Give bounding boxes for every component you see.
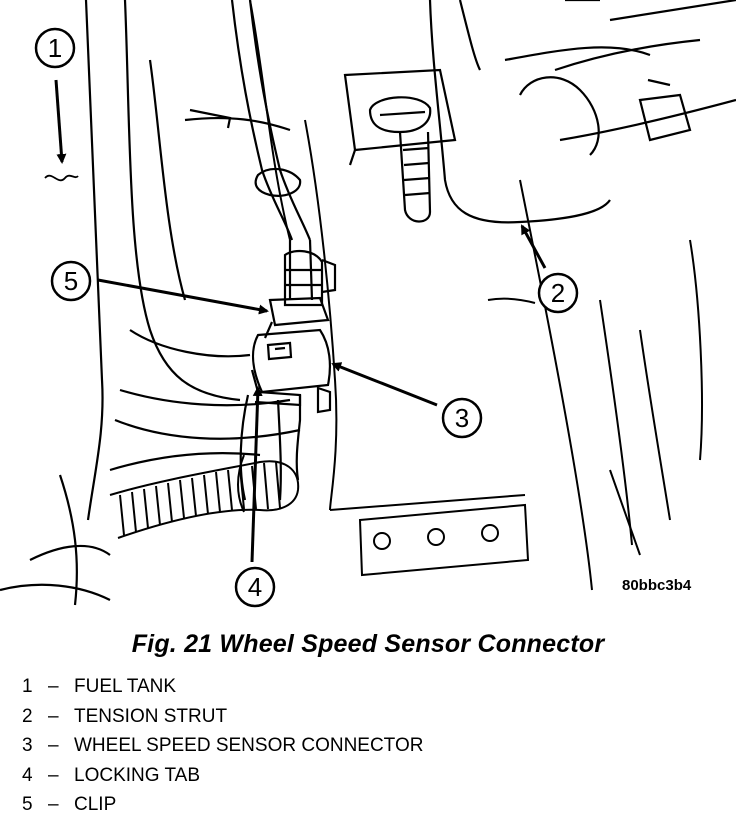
callout-3-label: 3 (455, 403, 469, 433)
tension-strut-drawing (343, 0, 736, 224)
wiring-harness-drawing (230, 0, 337, 501)
legend: 1–FUEL TANK 2–TENSION STRUT 3–WHEEL SPEE… (22, 672, 423, 820)
legend-label: FUEL TANK (74, 676, 177, 697)
legend-label: TENSION STRUT (74, 705, 228, 727)
legend-item: 4–LOCKING TAB (22, 761, 423, 791)
fuel-tank-drawing (0, 0, 301, 606)
legend-number: 2 (22, 705, 33, 727)
legend-separator: – (48, 705, 59, 727)
callout-1-label: 1 (48, 33, 62, 63)
legend-item: 3–WHEEL SPEED SENSOR CONNECTOR (22, 731, 423, 761)
figure-code: 80bbc3b4 (622, 577, 692, 594)
callout-5-label: 5 (64, 266, 78, 296)
callout-2: 2 (520, 224, 579, 314)
legend-separator: – (48, 764, 59, 786)
callout-4: 4 (234, 386, 276, 608)
legend-label: LOCKING TAB (74, 764, 200, 786)
legend-separator: – (48, 735, 59, 756)
legend-label: CLIP (74, 794, 117, 815)
figure-caption: Fig. 21 Wheel Speed Sensor Connector (131, 630, 605, 658)
legend-separator: – (48, 676, 59, 697)
legend-number: 3 (22, 735, 33, 756)
legend-number: 5 (22, 794, 33, 815)
legend-item: 5–CLIP (22, 790, 423, 820)
callout-1: 1 (34, 27, 79, 182)
callout-2-label: 2 (551, 278, 565, 308)
legend-number: 1 (22, 676, 33, 697)
diagram-illustration: 1 2 3 4 5 80bbc3b4 (0, 0, 736, 608)
callout-4-label: 4 (248, 572, 262, 602)
body-panel-drawing (249, 0, 703, 591)
legend-item: 1–FUEL TANK (22, 672, 423, 702)
legend-label: WHEEL SPEED SENSOR CONNECTOR (74, 735, 424, 756)
callout-3: 3 (331, 362, 483, 439)
legend-item: 2–TENSION STRUT (22, 702, 423, 732)
legend-separator: – (48, 794, 59, 815)
legend-number: 4 (22, 764, 33, 786)
callout-5: 5 (50, 260, 269, 315)
corrugated-loom-drawing (109, 454, 300, 539)
